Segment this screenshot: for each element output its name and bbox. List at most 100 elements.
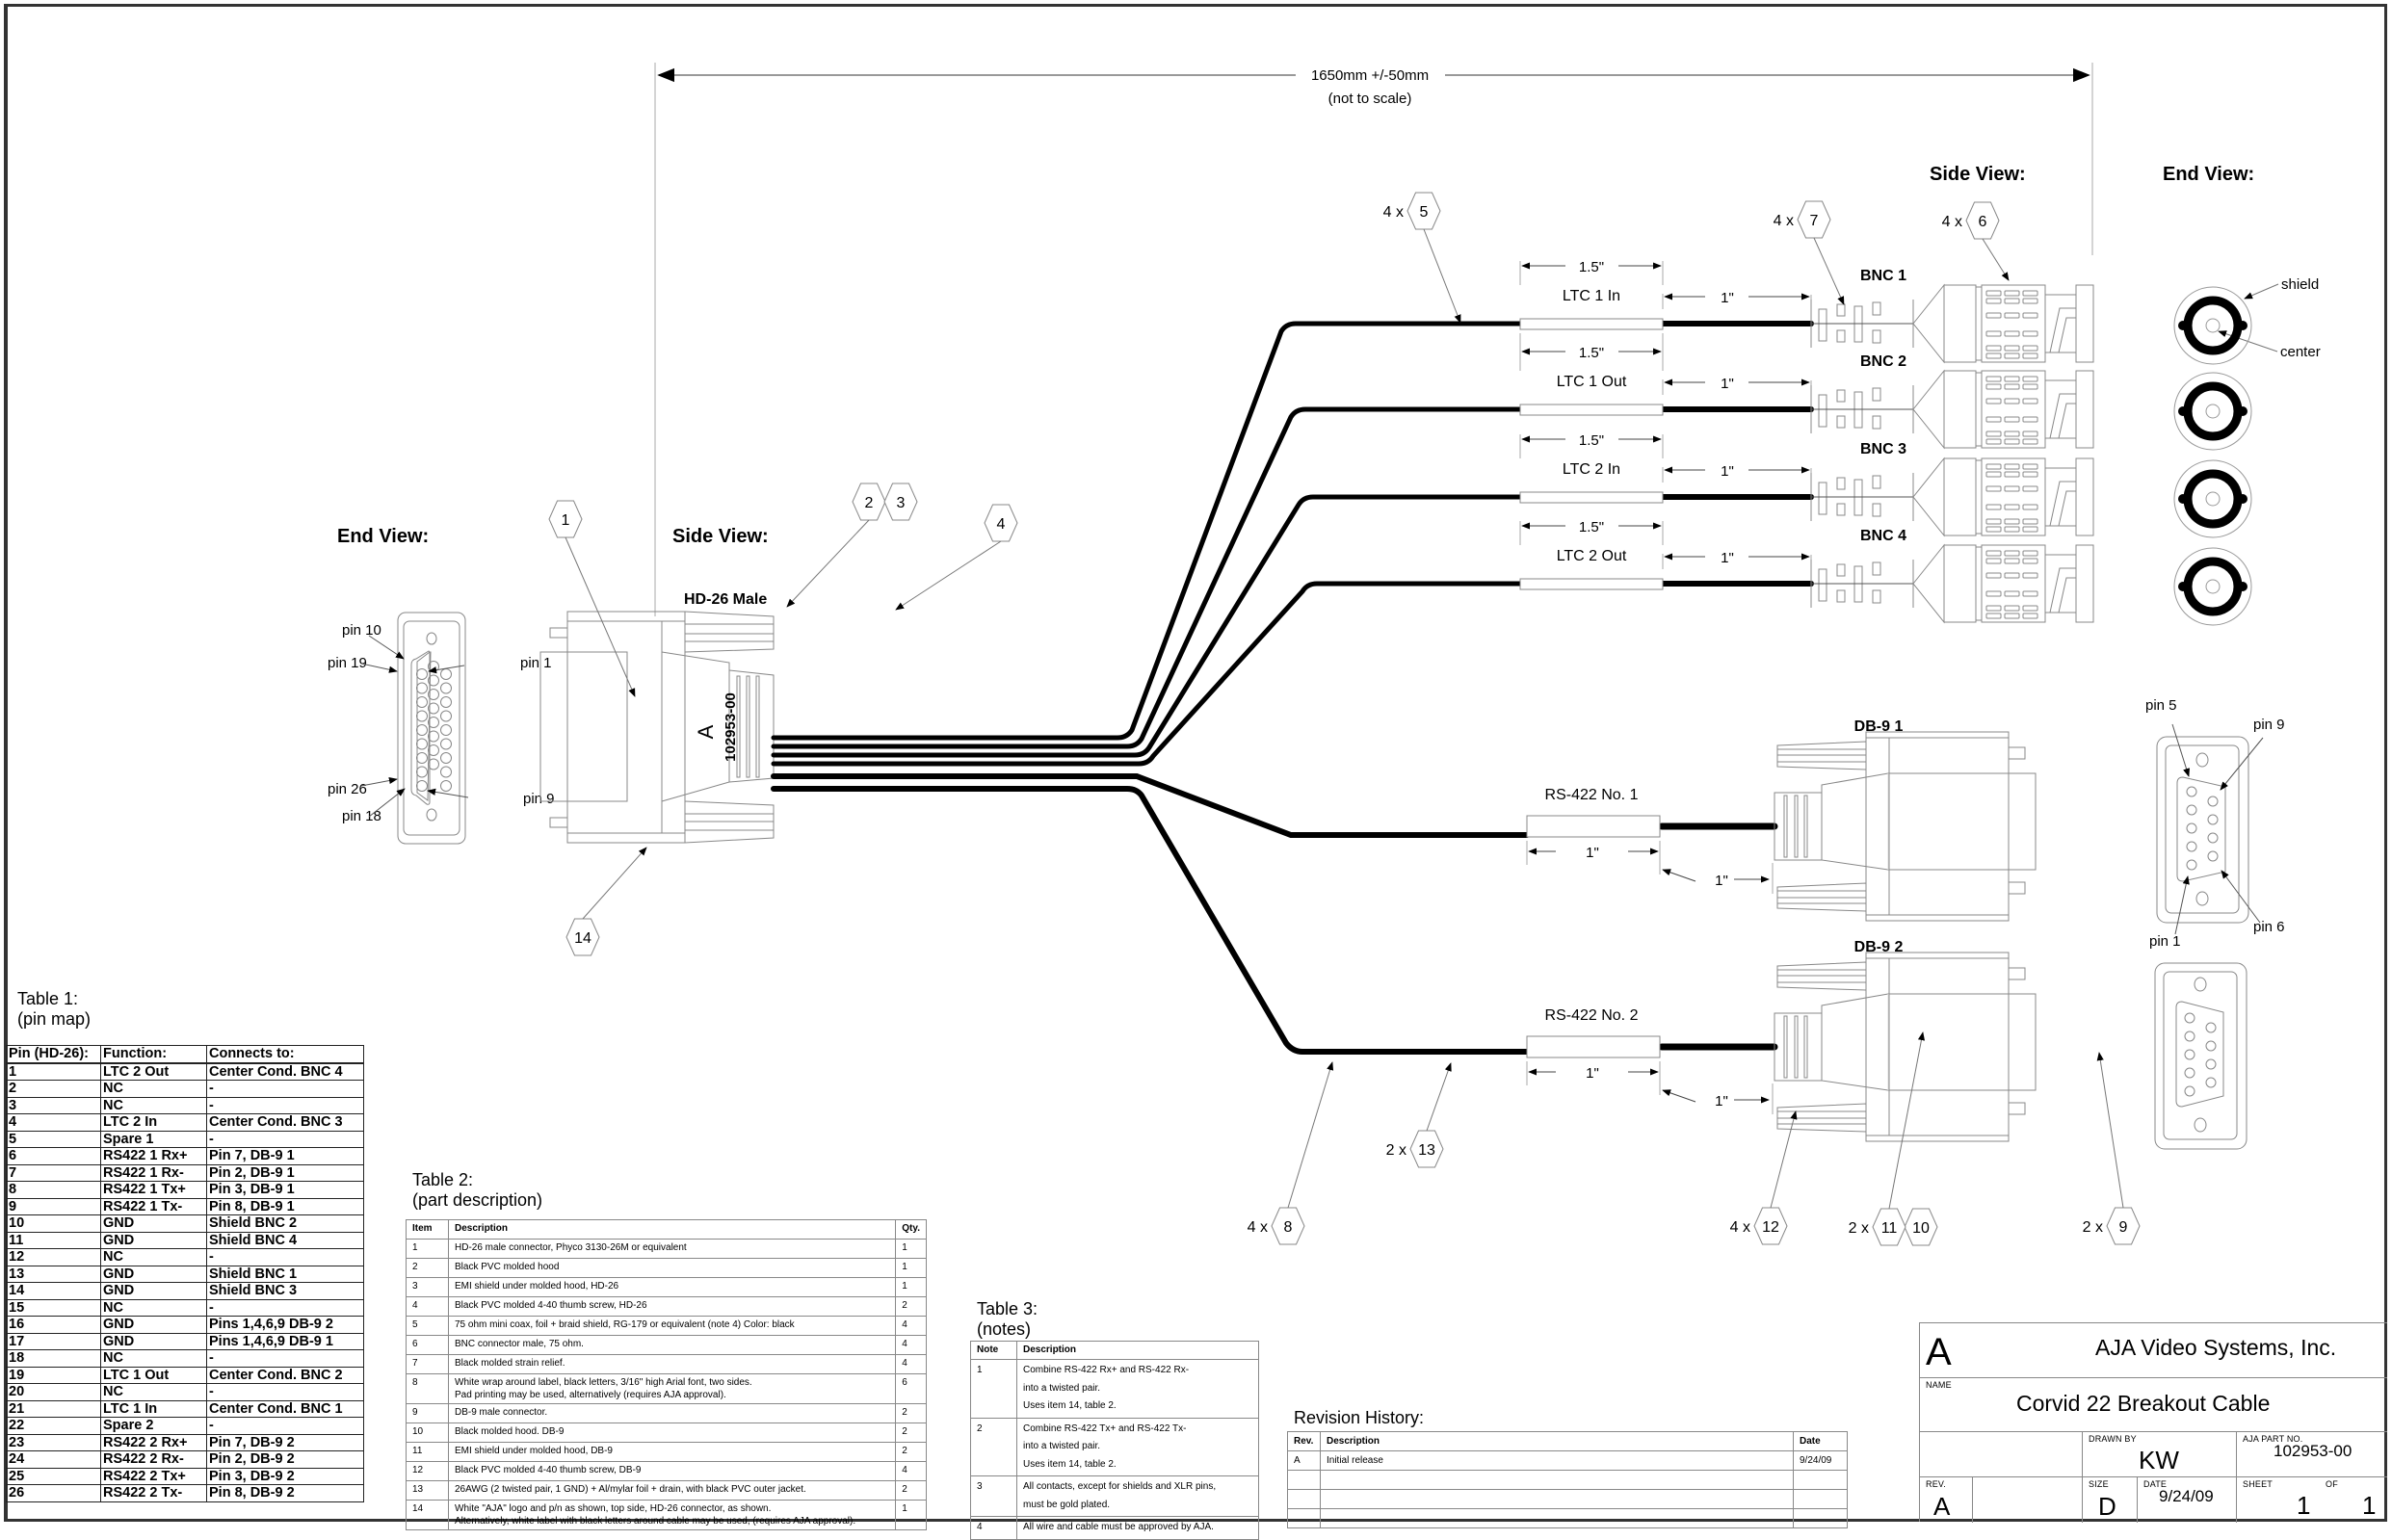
pin-map-row-cell: Pin 2, DB-9 1 xyxy=(206,1163,364,1182)
part-row-cell: 6 xyxy=(406,1335,449,1355)
db9-pin-9-label: pin 9 xyxy=(2253,717,2285,733)
pin-map-header: Connects to: xyxy=(206,1045,364,1064)
db9-pin xyxy=(2207,850,2219,862)
part-row-cell: EMI shield under molded hood, HD-26 xyxy=(447,1277,897,1297)
pin-map-row-cell: 25 xyxy=(6,1467,101,1485)
part-row-cell: 1 xyxy=(895,1277,927,1297)
part-table-header: Qty. xyxy=(895,1219,927,1240)
balloon-item-13: 132 x xyxy=(1386,1130,1444,1168)
pin-map-row-cell: 14 xyxy=(6,1282,101,1300)
hd26-pin xyxy=(428,702,439,715)
db9-connector-1: DB-9 1RS-422 No. 11"1" xyxy=(1526,718,2037,922)
hd26-pin xyxy=(440,752,452,764)
pin-map-row-cell: LTC 2 Out xyxy=(100,1062,207,1081)
pin-map-row-cell: GND xyxy=(100,1316,207,1334)
hd26-pin xyxy=(416,752,428,764)
db9-pin xyxy=(2184,1067,2195,1079)
drawn-by-cell: DRAWN BY KW xyxy=(2083,1432,2237,1477)
coax-cable xyxy=(771,581,1523,767)
db9-connector-2: DB-9 2RS-422 No. 21"1" xyxy=(1526,939,2037,1142)
title-block: A AJA Video Systems, Inc. NAME Corvid 22… xyxy=(1919,1322,2387,1523)
revision-row-cell: A xyxy=(1287,1450,1321,1471)
part-table-header-row: Item Description Qty. xyxy=(406,1219,927,1240)
notes-header: Description xyxy=(1016,1341,1259,1360)
cable-label-sleeve xyxy=(1519,318,1664,330)
table2-title: Table 2: xyxy=(412,1170,473,1189)
cable-bundle xyxy=(771,321,1814,1055)
part-row-cell: 13 xyxy=(406,1480,449,1501)
pin-map-row-cell: Center Cond. BNC 4 xyxy=(206,1062,364,1081)
part-row-cell: 2 xyxy=(895,1403,927,1423)
db9-pin xyxy=(2184,1012,2195,1024)
pin-map-row-cell: Pin 7, DB-9 1 xyxy=(206,1147,364,1165)
part-row-cell: Black PVC molded 4-40 thumb screw, HD-26 xyxy=(447,1296,897,1317)
revision-header: Rev. xyxy=(1287,1431,1321,1451)
of-label: OF xyxy=(2326,1479,2338,1489)
pin-map-row-cell: RS422 1 Rx- xyxy=(100,1163,207,1182)
cable-label-text: LTC 1 In xyxy=(1563,288,1620,304)
pin-map-row-cell: GND xyxy=(100,1214,207,1233)
pin-map-row-cell: LTC 1 Out xyxy=(100,1366,207,1384)
name-cell: NAME Corvid 22 Breakout Cable xyxy=(1920,1378,2387,1432)
balloon-item-11: 112 x xyxy=(1849,1208,1906,1246)
cable-label-text: RS-422 No. 2 xyxy=(1545,1007,1639,1024)
pin-map-header-row: Pin (HD-26): Function: Connects to: xyxy=(6,1045,364,1064)
label-length-dimension: 1.5" xyxy=(1579,519,1604,535)
hd26-pin xyxy=(440,780,452,792)
balloon-item-10: 10 xyxy=(1904,1208,1938,1246)
db9-pin xyxy=(2207,796,2219,807)
pin-18-label: pin 18 xyxy=(342,808,381,824)
pin-map-row-cell: Pin 8, DB-9 1 xyxy=(206,1197,364,1215)
hd26-pin xyxy=(416,682,428,694)
db9-pin xyxy=(2205,1077,2217,1088)
revision-row xyxy=(1287,1489,1848,1509)
revision-row-cell xyxy=(1793,1489,1848,1509)
part-row-cell: 4 xyxy=(406,1296,449,1317)
balloon-quantity: 2 x xyxy=(1849,1220,1869,1237)
company-logo-letter: A xyxy=(1926,1331,1952,1373)
bnc-connector-3: LTC 2 In1.5"1"BNC 3 xyxy=(1519,432,2094,537)
hd26-pin xyxy=(416,766,428,778)
balloon-item-14: 14 xyxy=(565,918,600,956)
pin-map-row-cell: Center Cond. BNC 2 xyxy=(206,1366,364,1384)
pin-map-row-cell: LTC 2 In xyxy=(100,1113,207,1132)
part-no-cell: AJA PART NO. 102953-00 xyxy=(2237,1432,2387,1477)
part-row-cell: 8 xyxy=(406,1373,449,1404)
drawing-name: Corvid 22 Breakout Cable xyxy=(2016,1391,2271,1416)
balloon-number: 12 xyxy=(1762,1219,1779,1236)
part-no-label: AJA PART NO. xyxy=(2243,1434,2303,1444)
balloon-number: 8 xyxy=(1284,1219,1293,1236)
pin-map-row-cell: Pins 1,4,6,9 DB-9 2 xyxy=(206,1316,364,1334)
not-to-scale-text: (not to scale) xyxy=(1328,91,1412,107)
overall-length-text: 1650mm +/-50mm xyxy=(1311,67,1429,84)
note-row-cell: All contacts, except for shields and XLR… xyxy=(1016,1475,1259,1517)
bnc-end-view-title: End View: xyxy=(2163,164,2254,185)
pin-map-row-cell: RS422 2 Tx- xyxy=(100,1484,207,1502)
db9-pin xyxy=(2207,832,2219,844)
pin-map-row-cell: LTC 1 In xyxy=(100,1399,207,1418)
part-row-cell: 4 xyxy=(895,1461,927,1481)
balloon-item-9: 92 x xyxy=(2083,1207,2141,1245)
pin-map-row-cell: 13 xyxy=(6,1265,101,1283)
pin-map-row-cell: 11 xyxy=(6,1231,101,1249)
revision-row-cell xyxy=(1287,1508,1321,1528)
hd26-pin-grid xyxy=(416,661,452,792)
part-row-cell: White "AJA" logo and p/n as shown, top s… xyxy=(447,1500,897,1530)
part-row-cell: 1 xyxy=(895,1258,927,1278)
